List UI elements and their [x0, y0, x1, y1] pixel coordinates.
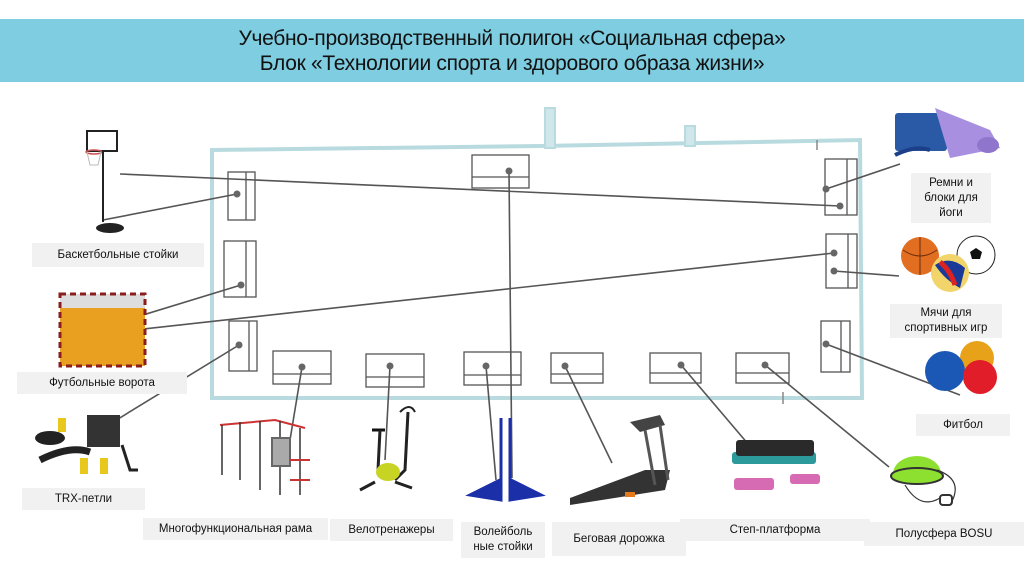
zone-volley-top — [471, 154, 530, 189]
title-line-2: Блок «Технологии спорта и здорового обра… — [259, 52, 765, 75]
step-platform-icon — [732, 440, 820, 490]
label-trx: TRX-петли — [22, 488, 145, 510]
label-balls: Мячи для спортивных игр — [890, 304, 1002, 338]
zone-balls — [825, 233, 858, 289]
label-volley: Волейболь ные стойки — [461, 522, 545, 558]
label-treadmill: Беговая дорожка — [552, 522, 686, 556]
yoga-mat-icon — [894, 108, 1000, 158]
zone-volley-bottom — [463, 351, 522, 386]
treadmill-icon — [570, 415, 670, 505]
label-rama: Многофункциональная рама — [143, 518, 328, 540]
label-football: Футбольные ворота — [17, 372, 187, 394]
trx-straps-icon — [35, 415, 138, 474]
zone-treadmill — [550, 352, 604, 384]
bosu-ball-icon — [890, 456, 956, 506]
label-yoga: Ремни и блоки для йоги — [911, 173, 991, 223]
label-step: Степ-платформа — [680, 519, 870, 541]
volleyball-posts-icon — [465, 418, 546, 502]
title-banner: Учебно-производственный полигон «Социаль… — [0, 19, 1024, 82]
label-bike: Велотренажеры — [330, 519, 453, 541]
fitball-icon — [925, 341, 997, 394]
title-line-1: Учебно-производственный полигон «Социаль… — [238, 27, 786, 50]
label-fitball: Фитбол — [916, 414, 1010, 436]
zone-trx — [228, 320, 258, 372]
basketball-hoop-icon — [85, 130, 124, 233]
football-goal-icon — [58, 292, 147, 368]
zones — [223, 154, 858, 388]
exercise-bike-icon — [359, 406, 416, 492]
hall-walls — [210, 107, 865, 404]
multi-frame-icon — [219, 418, 310, 495]
sport-balls-icon — [901, 235, 996, 292]
label-basketball: Баскетбольные стойки — [32, 243, 204, 267]
label-bosu: Полусфера BOSU — [864, 522, 1024, 546]
zone-bike — [365, 353, 425, 388]
zone-football — [223, 240, 257, 298]
